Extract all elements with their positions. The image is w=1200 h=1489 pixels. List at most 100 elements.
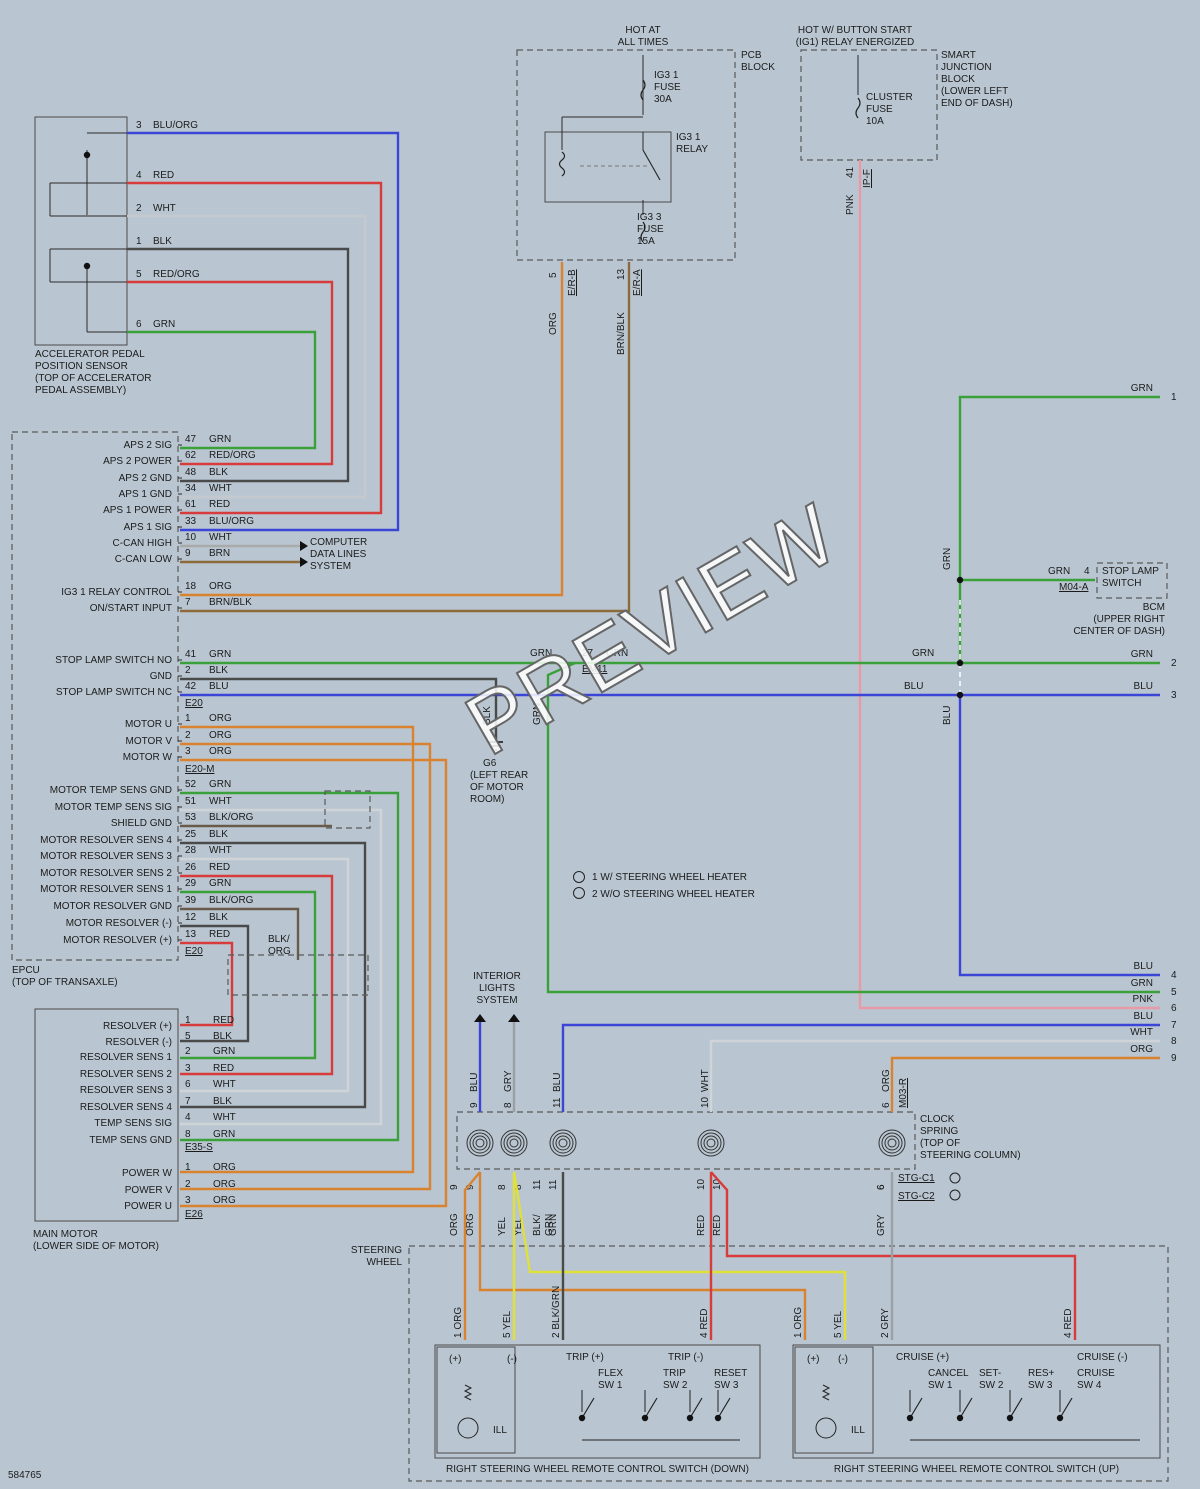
clock-spring-coil-1 — [500, 1129, 528, 1157]
cluster-fuse-icon — [855, 97, 861, 119]
epcu-pin-42: 42 — [185, 681, 197, 692]
epcu-wire-color-25: RED — [209, 929, 230, 940]
coil-ring — [549, 1129, 577, 1157]
sw-up-yel-wire — [512, 1171, 847, 1340]
smart-junction-block — [800, 49, 938, 161]
motor-pin-7: 8 — [185, 1129, 191, 1140]
epcu-wire-color-20: WHT — [209, 845, 232, 856]
grn-em11-vertical-label: GRN — [532, 703, 543, 725]
coil-ring — [552, 1132, 574, 1154]
grn-em11-label: GRN — [530, 648, 552, 659]
sw-up-pin-2: 2 GRY — [880, 1308, 891, 1338]
epcu-pin-62: 62 — [185, 450, 197, 461]
epcu-pin-label-13: MOTOR U — [125, 719, 172, 730]
coil-ring — [503, 1132, 525, 1154]
clock-spring-coil-3 — [697, 1129, 725, 1157]
epcu-wire-color-0: GRN — [209, 434, 231, 445]
relay-contact-arm — [642, 149, 661, 181]
epcu-wire-color-9: BRN/BLK — [209, 597, 252, 608]
epcu-pin-52: 52 — [185, 779, 197, 790]
apps-wire-label-0: BLU/ORG — [153, 120, 198, 131]
conn-e35-label: E35-S — [185, 1142, 213, 1153]
apps-wire-label-4: RED/ORG — [153, 269, 200, 280]
apps-wire-grn — [127, 330, 317, 450]
clock-bottom-wire-0: ORG — [449, 1213, 460, 1236]
coil-ring — [558, 1138, 568, 1148]
right-wire-label-5: PNK — [1132, 994, 1153, 1005]
motor-pin-1: 5 — [185, 1031, 191, 1042]
clock-bottom-wire-6: RED — [696, 1215, 707, 1236]
conn-ipf-label: IP-F — [862, 169, 873, 188]
sw-down-label-0: TRIP (+) — [566, 1352, 604, 1363]
sw-up-label-4: RES+SW 3 — [1028, 1368, 1055, 1391]
epcu-pin-25: 25 — [185, 829, 197, 840]
sw-up-plus-label: (+) — [807, 1354, 820, 1365]
clock-blu-wire — [561, 1023, 1160, 1112]
clock-bottom-pin-0: 9 — [449, 1184, 460, 1190]
pot2-wiper — [83, 262, 91, 270]
ground-wire — [180, 677, 498, 742]
coil-ring — [469, 1132, 491, 1154]
sw-up-box — [792, 1344, 1161, 1459]
clock-bottom-wire-2: YEL — [497, 1217, 508, 1236]
epcu-wire-color-4: RED — [209, 499, 230, 510]
connector-pin-3: 3 — [1171, 690, 1177, 701]
blk-org-label: BLK/ORG — [268, 934, 291, 957]
grn-vertical-label: GRN — [942, 548, 953, 570]
motor-power-wire-1 — [180, 742, 432, 1191]
note-2-marker — [949, 1189, 961, 1201]
epcu-pin-label-15: MOTOR W — [123, 752, 173, 763]
motor-wire-color-3: RED — [213, 1063, 234, 1074]
pin-41-label: 41 — [845, 166, 856, 178]
clock-bottom-pin-1: 9 — [465, 1184, 476, 1190]
epcu-pin-61: 61 — [185, 499, 197, 510]
sw-up-sw-dot — [956, 1414, 964, 1422]
epcu-pin-label-8: IG3 1 RELAY CONTROL — [61, 587, 172, 598]
sw-up-sw-blade — [1059, 1397, 1073, 1419]
connector-pin-6: 6 — [1171, 1003, 1177, 1014]
epcu-pin-label-0: APS 2 SIG — [124, 440, 173, 451]
relay-coil-icon — [558, 151, 566, 177]
right-wire-label-1: GRN — [1131, 649, 1153, 660]
em11-wire-label: GRN — [606, 648, 628, 659]
sw-down-lamp-icon — [457, 1417, 479, 1439]
apps-wire-red/org — [127, 280, 334, 466]
sw-up-sw-blade — [909, 1397, 923, 1419]
sw-up-red-wire — [710, 1171, 1077, 1340]
fuse1-icon — [640, 79, 646, 101]
epcu-wire-color-14: ORG — [209, 730, 232, 741]
sw-up-pin-0: 1 ORG — [793, 1307, 804, 1338]
sw-down-minus-label: (-) — [507, 1354, 517, 1365]
epcu-wire-color-11: BLK — [209, 665, 228, 676]
epcu-wire-color-15: ORG — [209, 746, 232, 757]
apps-pin-2: 2 — [136, 203, 142, 214]
epcu-wire-color-6: WHT — [209, 532, 232, 543]
epcu-pin-3: 3 — [185, 746, 191, 757]
motor-pin-10: 3 — [185, 1195, 191, 1206]
motor-wire-color-7: GRN — [213, 1129, 235, 1140]
shield-2 — [227, 954, 369, 996]
motor-wire-color-1: BLK — [213, 1031, 232, 1042]
sw-up-minus-label: (-) — [838, 1354, 848, 1365]
temp-sig-wire — [180, 808, 383, 1126]
epcu-wire-color-17: WHT — [209, 796, 232, 807]
clock-bottom-pin-8: 6 — [876, 1184, 887, 1190]
sw-down-pin-3: 4 RED — [699, 1309, 710, 1338]
clock-org-wire — [890, 1056, 1160, 1112]
epcu-pin-label-19: MOTOR RESOLVER SENS 4 — [40, 835, 172, 846]
epcu-pin-label-2: APS 2 GND — [119, 473, 172, 484]
epcu-pin-label-1: APS 2 POWER — [103, 456, 172, 467]
right-wire-label-8: ORG — [1130, 1044, 1153, 1055]
sw-up-sw-dot — [1056, 1414, 1064, 1422]
coil-ring — [555, 1135, 571, 1151]
stg-c2-label: STG-C2 — [898, 1191, 935, 1202]
shield-1 — [324, 790, 371, 829]
